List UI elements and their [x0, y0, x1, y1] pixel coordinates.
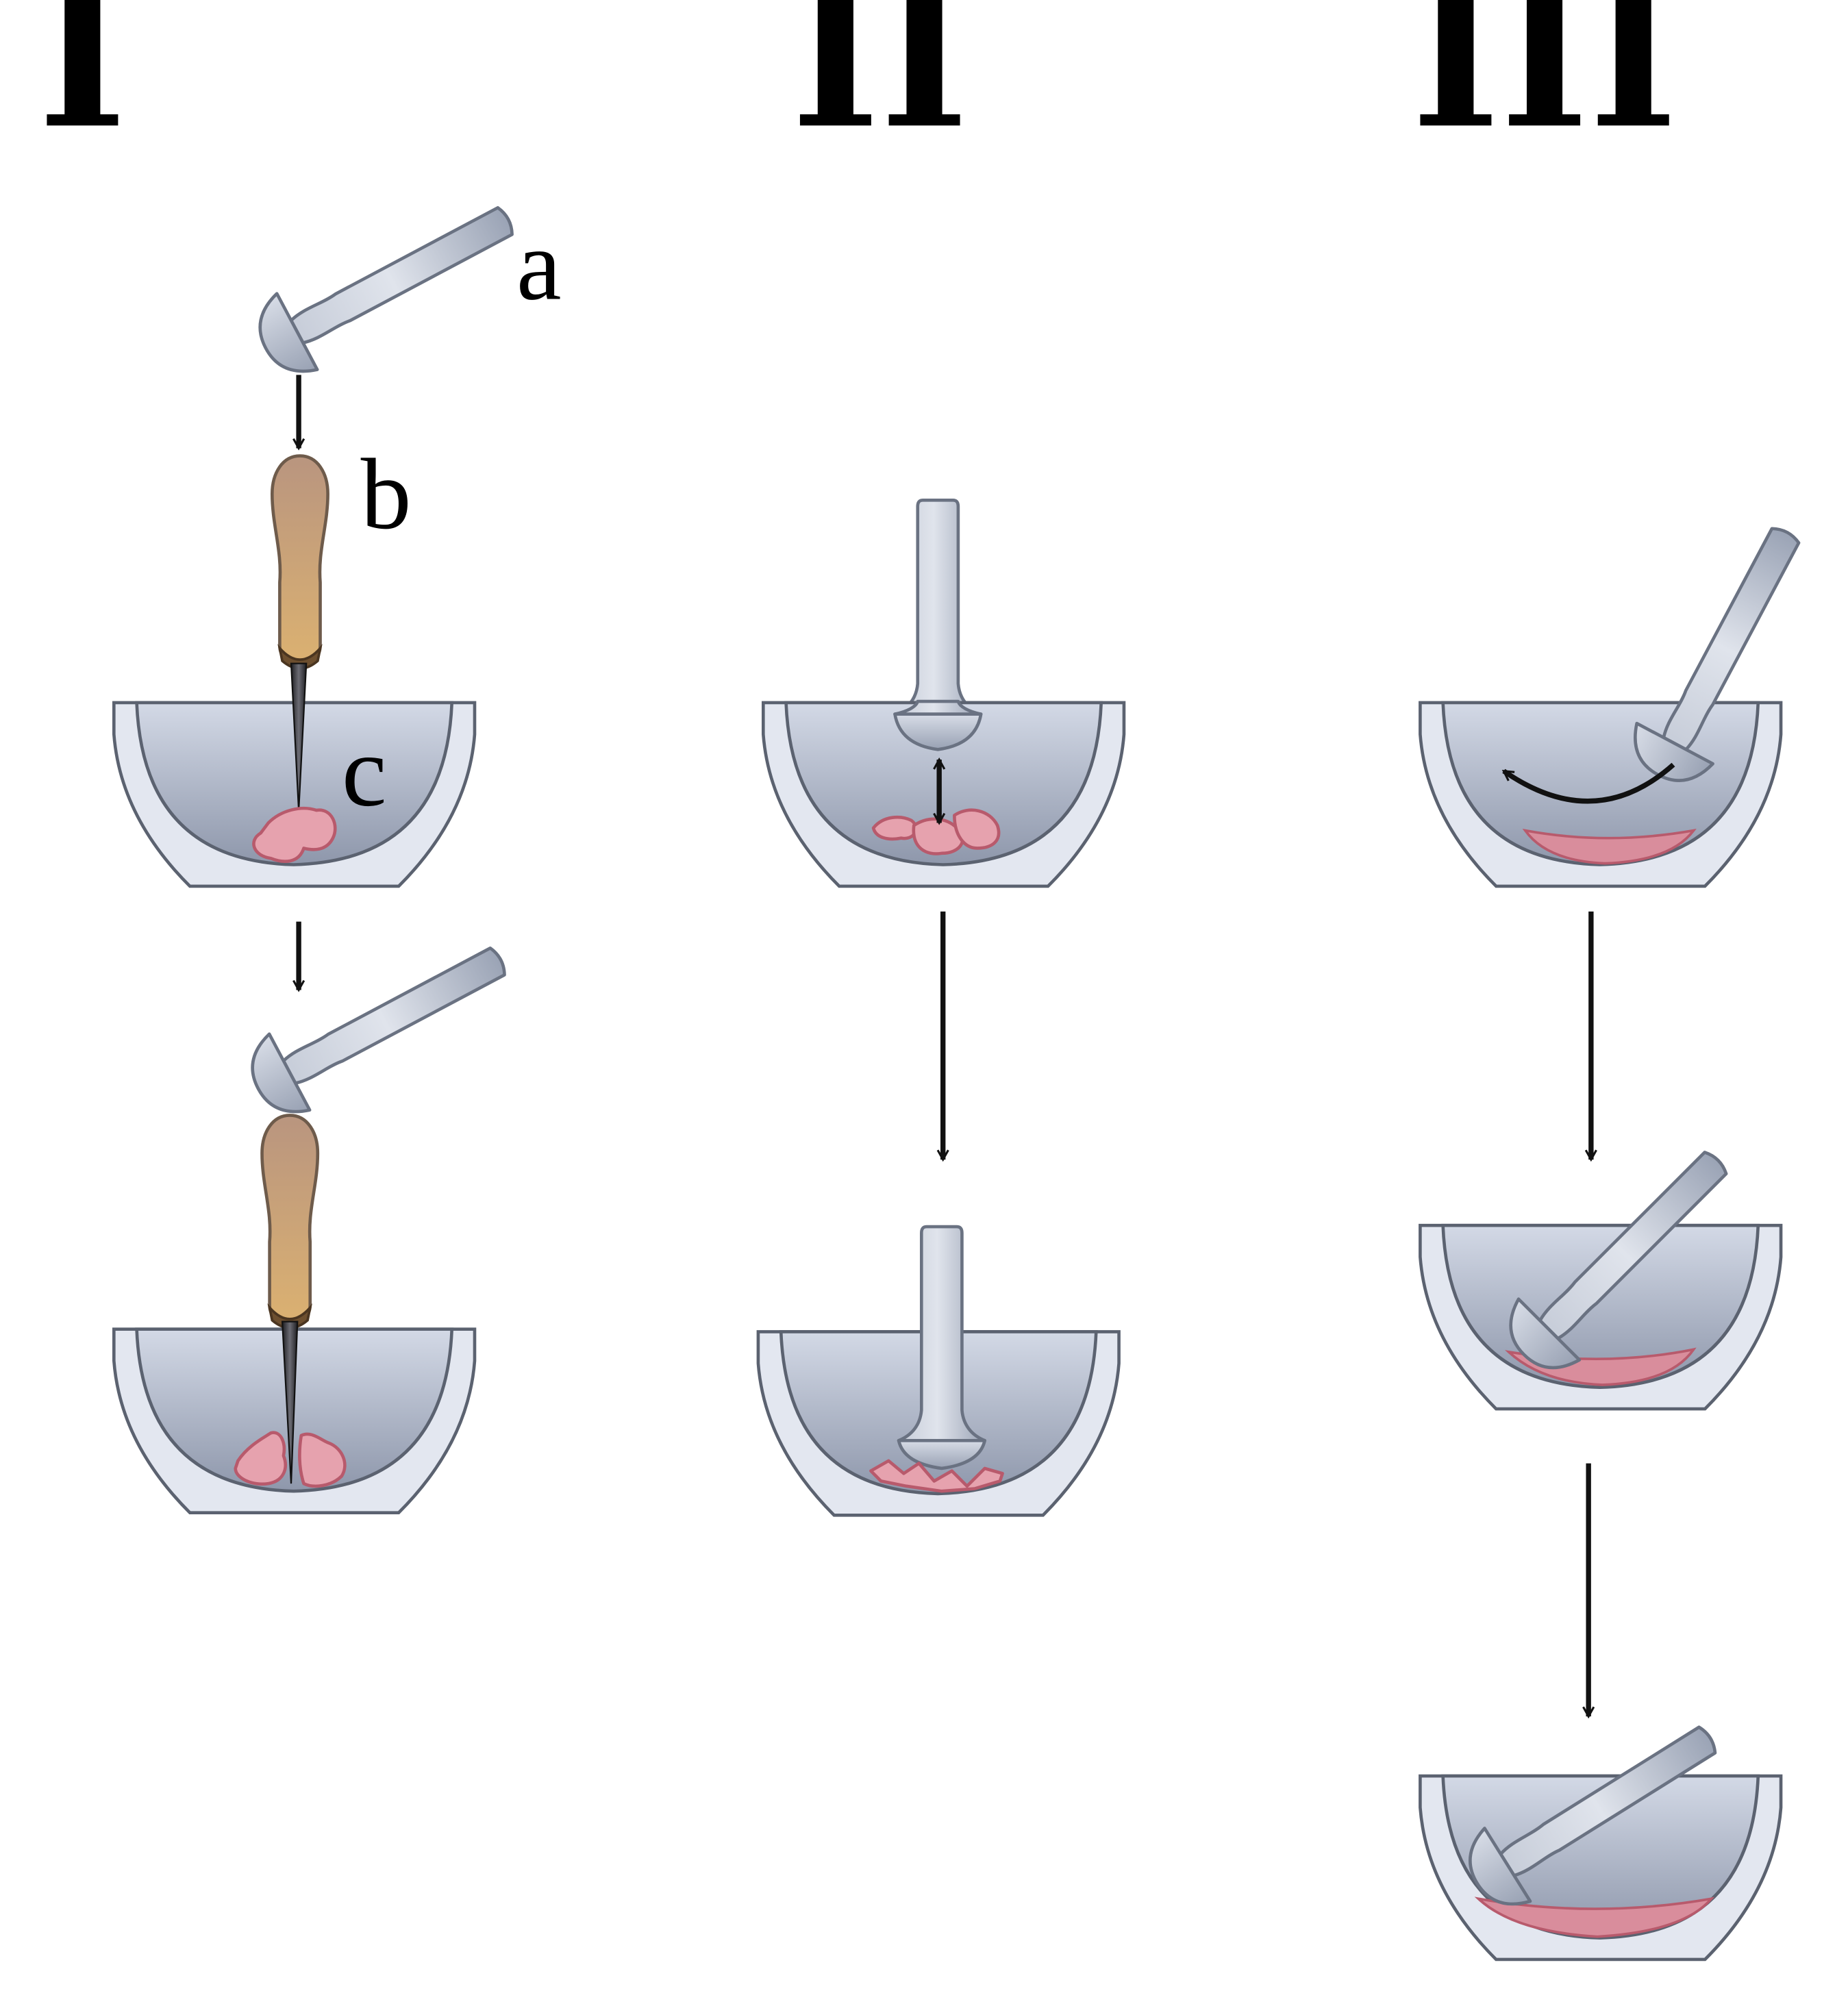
- column-1-stage-1-tissue: [252, 806, 337, 863]
- column-title-3: III: [1411, 0, 1677, 171]
- arrow-rotation: [1503, 762, 1675, 804]
- column-3-stage-3-ground-tissue: [1474, 1896, 1715, 1938]
- callout-b: b: [361, 438, 412, 550]
- column-title-1: I: [38, 0, 127, 171]
- column-1-stage-2-needle: [281, 1320, 299, 1484]
- column-2-stage-2-pestle: [897, 1225, 987, 1470]
- column-1-stage-1-pestle: [246, 181, 529, 386]
- column-1-stage-1-needle: [290, 662, 308, 811]
- callout-a: a: [516, 208, 562, 321]
- column-2-stage-1-tissue: [871, 808, 1001, 855]
- column-1-stage-2-tissue-right: [298, 1432, 347, 1488]
- column-2-stage-2-tissue: [869, 1459, 1004, 1493]
- column-1-stage-2-needle-handle: [262, 1115, 318, 1327]
- column-1-stage-2-pestle: [238, 922, 521, 1127]
- column-3-stage-1-ground-tissue: [1522, 828, 1697, 865]
- column-1-stage-2-tissue-left: [234, 1431, 288, 1486]
- callout-c: c: [342, 715, 387, 827]
- column-title-2: II: [791, 0, 969, 171]
- column-1-stage-1-needle-handle: [272, 456, 327, 668]
